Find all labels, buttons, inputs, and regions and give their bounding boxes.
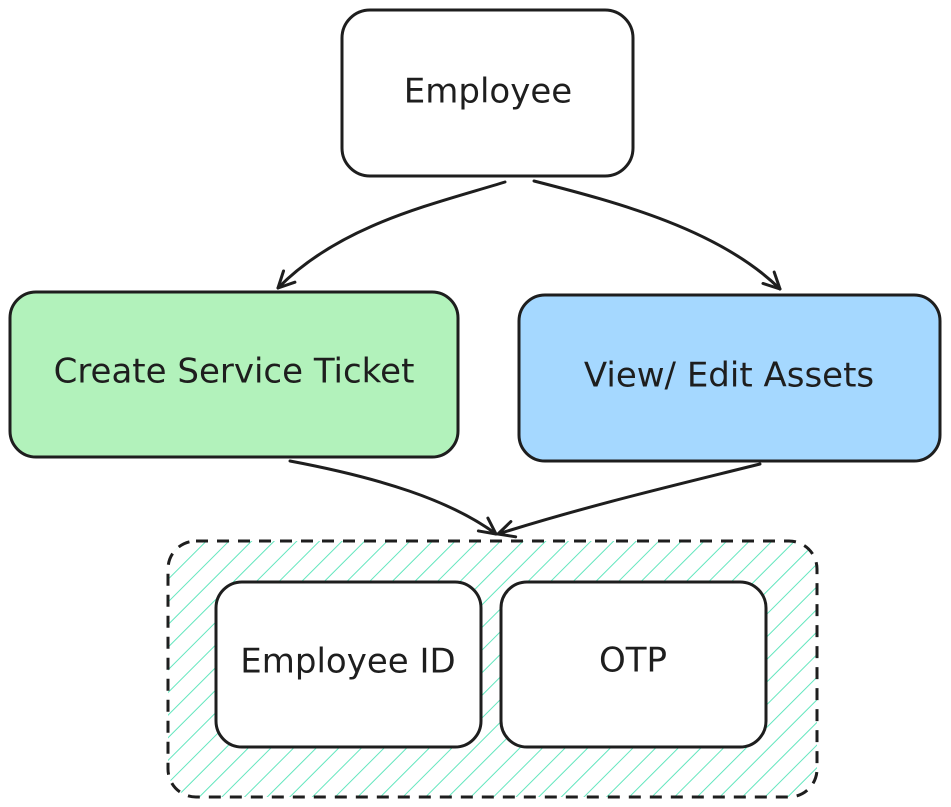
otp-box [499, 580, 768, 749]
create-service-ticket-label: Create Service Ticket [54, 352, 415, 392]
arrow-view-edit-assets-to-auth-group [496, 462, 762, 539]
employee-label: Employee [404, 72, 572, 112]
otp-label: OTP [599, 641, 667, 681]
employee-node[interactable]: Employee [340, 8, 635, 178]
otp-node[interactable]: OTP [499, 580, 768, 749]
employee-box [340, 8, 635, 178]
employee-id-box [214, 580, 483, 749]
employee-id-label: Employee ID [240, 642, 455, 682]
arrow-employee-to-create-ticket [276, 180, 507, 290]
employee-id-node[interactable]: Employee ID [214, 580, 483, 749]
view-edit-assets-node[interactable]: View/ Edit Assets [517, 293, 942, 463]
view-edit-assets-label: View/ Edit Assets [584, 356, 874, 396]
view-edit-assets-box [517, 293, 942, 463]
arrow-create-ticket-to-auth-group [288, 459, 498, 536]
create-service-ticket-node[interactable]: Create Service Ticket [8, 290, 460, 459]
arrow-employee-to-view-edit-assets [532, 179, 782, 291]
create-service-ticket-box [8, 290, 460, 459]
